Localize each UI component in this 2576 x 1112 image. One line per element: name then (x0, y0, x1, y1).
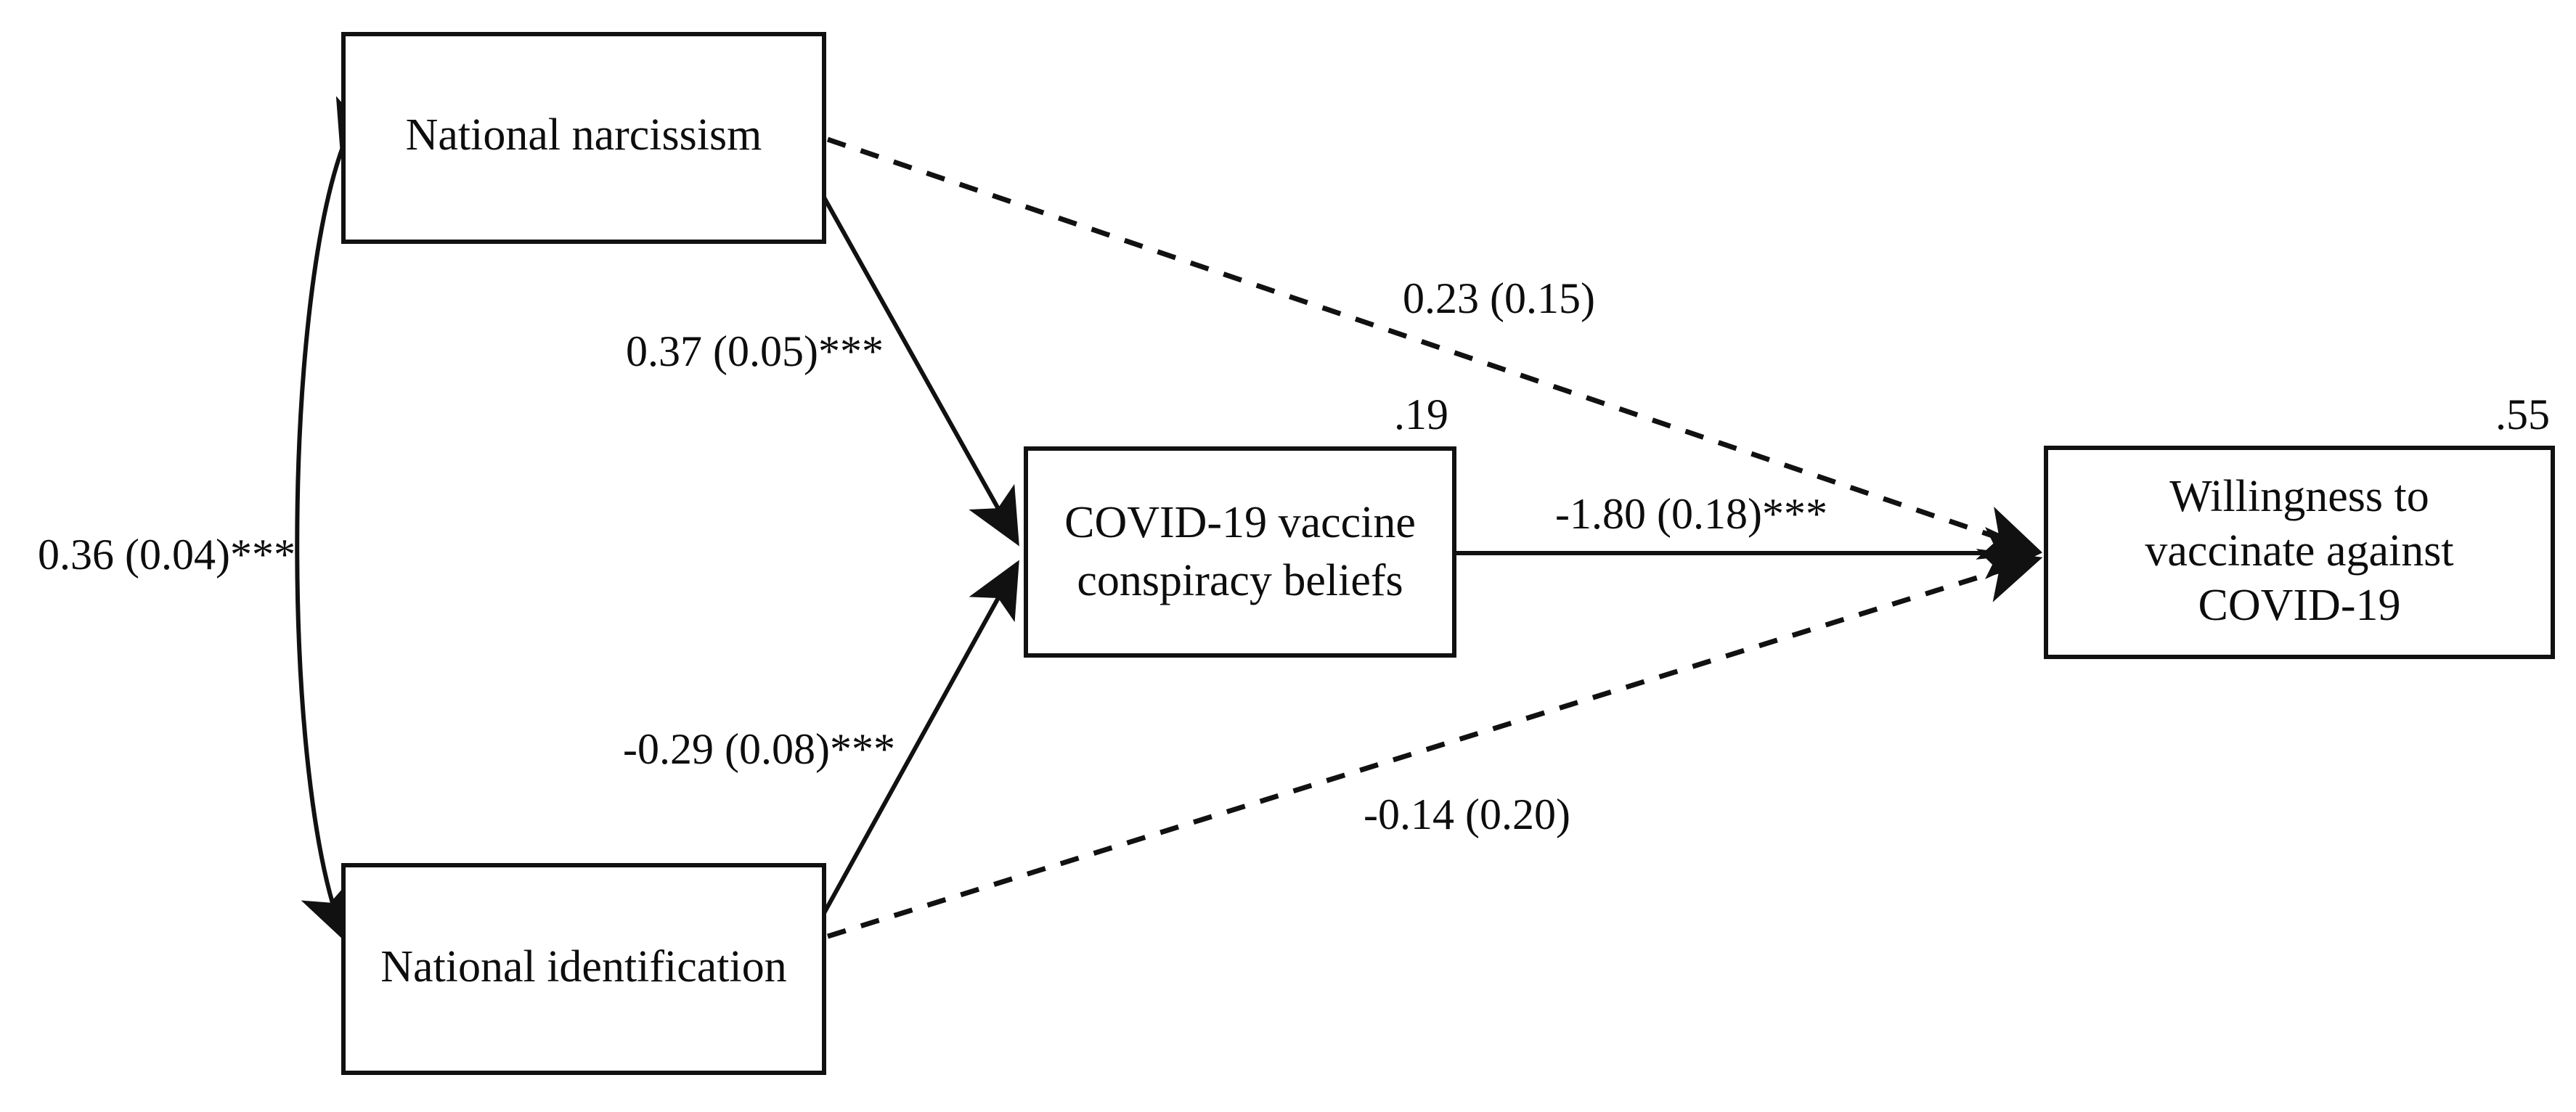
narcissism-to-conspiracy-line (822, 196, 1019, 547)
r2-label-conspiracy-beliefs: .19 (1394, 391, 1448, 438)
coef-narcissism-to-willingness: 0.23 (0.15) (1403, 274, 1595, 322)
node-conspiracy-beliefs[interactable]: COVID-19 vaccine conspiracy beliefs (1024, 446, 1456, 658)
coef-conspiracy-to-willingness: -1.80 (0.18)*** (1555, 490, 1827, 538)
node-willingness-rect (2044, 446, 2555, 659)
coef-narcissism-identification-covariance: 0.36 (0.04)*** (38, 531, 295, 579)
path-narcissism-identification-covariance (295, 96, 381, 944)
node-willingness-label-line-1: Willingness to (2169, 472, 2429, 521)
path-narcissism-to-conspiracy (822, 196, 1019, 547)
node-conspiracy-beliefs-label-line-1: COVID-19 vaccine (1064, 498, 1416, 547)
path-identification-to-conspiracy (822, 560, 1019, 915)
narcissism-to-willingness-line (826, 136, 2043, 560)
path-narcissism-to-willingness (826, 136, 2043, 560)
node-willingness-label-line-2: vaccinate against (2145, 526, 2453, 576)
node-national-narcissism[interactable]: National narcissism (341, 32, 826, 244)
node-national-narcissism-label-line-1: National narcissism (406, 110, 762, 160)
coef-narcissism-to-conspiracy: 0.37 (0.05)*** (626, 327, 884, 375)
node-conspiracy-beliefs-label-line-2: conspiracy beliefs (1077, 556, 1403, 605)
node-willingness-label-line-3: COVID-19 (2198, 581, 2401, 630)
identification-to-willingness-line (826, 549, 2043, 939)
path-identification-to-willingness (826, 549, 2043, 939)
node-national-identification-label-line-1: National identification (380, 942, 787, 992)
identification-to-conspiracy-line (822, 560, 1019, 915)
covariance-curve-line (295, 96, 381, 944)
coef-identification-to-conspiracy: -0.29 (0.08)*** (623, 725, 895, 773)
r2-label-willingness: .55 (2495, 391, 2550, 438)
coef-identification-to-willingness: -0.14 (0.20) (1364, 790, 1570, 838)
node-national-narcissism-rect (341, 32, 826, 244)
node-national-identification[interactable]: National identification (341, 863, 826, 1075)
node-conspiracy-beliefs-rect (1024, 446, 1456, 658)
node-national-identification-rect (341, 863, 826, 1075)
node-willingness[interactable]: Willingness to vaccinate against COVID-1… (2044, 446, 2555, 659)
